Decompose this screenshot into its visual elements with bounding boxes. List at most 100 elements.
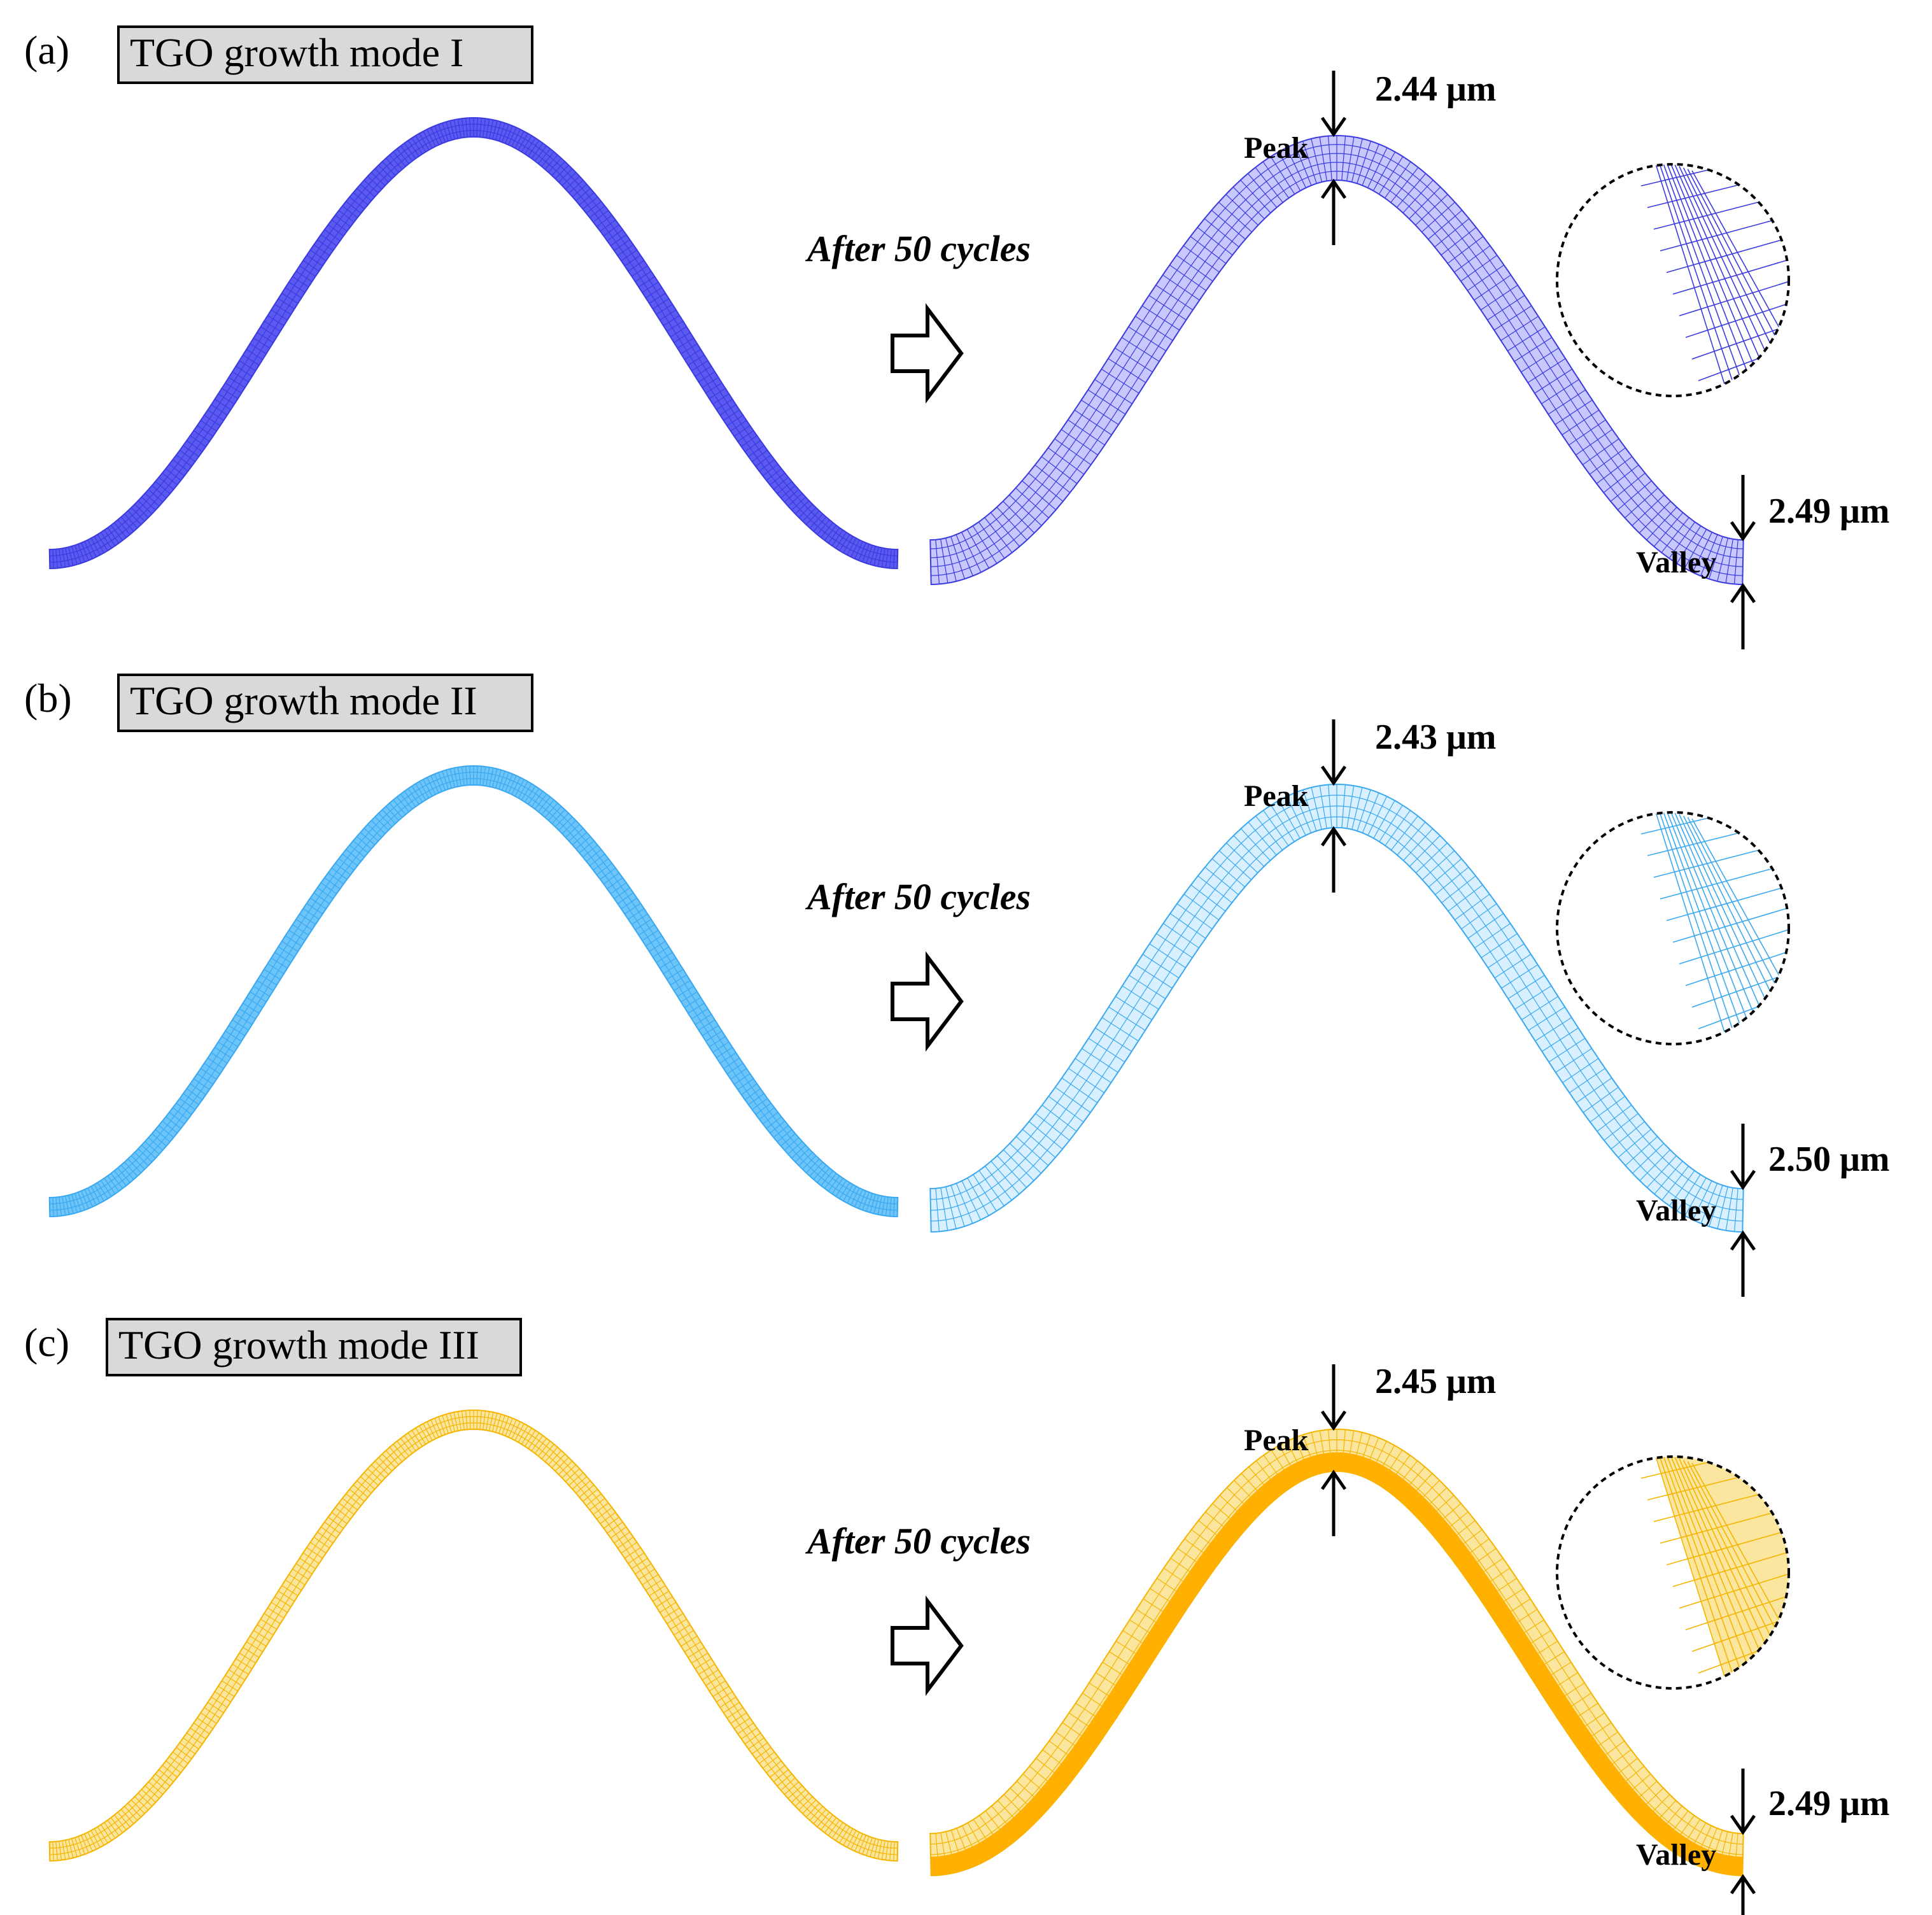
mesh-element-edge [1474,274,1511,300]
mesh-element-edge [813,516,827,532]
mesh-element-edge [1088,1038,1125,1063]
mesh-element-edge [404,1435,416,1452]
mesh-element-edge [1136,964,1173,989]
peak-arrow-up [1320,826,1347,893]
mesh-element-edge [1415,842,1448,873]
mesh-element-edge [752,449,768,462]
mesh-element-edge [176,1747,192,1760]
mesh-element-edge [1356,1432,1363,1455]
mesh-element-edge [1415,194,1448,226]
mesh-element-edge [1372,152,1396,191]
mesh-element-edge [1441,875,1476,903]
mesh-element-edge [162,1765,178,1778]
mesh-element-edge [225,382,242,394]
mesh-element-edge [572,831,588,845]
mesh-element-edge [691,1652,709,1664]
mesh-element-edge [292,924,309,936]
mesh-element-edge [204,1707,221,1719]
mesh-element-edge [449,120,455,139]
mesh-element-edge [1048,1096,1084,1122]
mesh-element-edge [755,1747,772,1760]
mesh-element-edge [257,980,274,991]
mesh-element-edge [1262,161,1290,199]
tgo-layer-after [929,1428,1744,1877]
mesh-element-edge [1709,536,1723,579]
mesh-element-edge [74,1837,81,1856]
mesh-element-edge [1653,512,1684,547]
inset-mesh-line [1657,1457,1740,1688]
mesh-element-edge [1610,472,1646,502]
mesh-element-edge [568,1472,584,1486]
mesh-element-edge [183,445,199,457]
mesh-element-edge [687,1003,705,1014]
mesh-element-edge [508,127,517,145]
mesh-element-edge [243,355,260,366]
mesh-element-edge [145,1141,160,1155]
mesh-element-edge [635,271,652,282]
mesh-element-edge [1278,800,1301,839]
mesh-element-edge [525,1430,536,1447]
mesh-element-edge [461,118,465,138]
mesh-element-edge [1639,500,1671,534]
mesh-element-edge [1605,1741,1625,1755]
mesh-element-edge [411,1430,423,1447]
mesh-element-edge [548,806,562,821]
mesh-element-edge [1494,954,1532,979]
mesh-element-edge [1676,525,1702,564]
mesh-element-edge [1122,1630,1143,1644]
peak-thickness-value: 2.44 μm [1375,69,1496,109]
inset-mesh-line [1640,812,1789,835]
mesh-element-edge [152,1777,167,1791]
mesh-element-edge [684,1641,702,1653]
inset-mesh-line [1670,1457,1765,1684]
mesh-element-edge [260,1618,278,1630]
mesh-element-edge [984,517,1013,553]
mesh-element-edge [1094,379,1132,404]
mesh-element-edge [723,1702,740,1713]
mesh-element-edge [973,1174,997,1212]
peak-label: Peak [1244,779,1309,813]
mesh-element-edge [828,1820,840,1836]
inset-mesh-line [1674,164,1773,389]
mesh-element-edge [434,774,442,792]
mesh-element-edge [1569,420,1606,446]
mesh-element-edge [603,224,619,237]
mesh-element-edge [1176,255,1213,282]
mesh-element-edge [400,1438,413,1454]
mesh-element-edge [495,770,502,789]
mesh-element-edge [521,135,532,152]
mesh-element-edge [243,1003,260,1014]
mesh-element-edge [1028,472,1064,502]
mesh-element-edge [1343,1429,1346,1453]
mesh-element-edge [593,210,609,223]
mesh-element-edge [1346,137,1355,181]
mesh-element-edge [955,1183,973,1224]
mesh-element-edge [794,500,810,514]
mesh-element-edge [726,1063,744,1075]
mesh-element-edge [1109,1651,1129,1665]
mesh-element-edge [55,1197,58,1217]
mesh-element-edge [1263,810,1289,846]
mesh-element-edge [335,215,351,227]
mesh-element-edge [866,545,873,564]
mesh-element-edge [670,974,687,986]
mesh-element-edge [130,507,145,522]
mesh-element-edge [1270,156,1295,195]
mesh-element-edge [236,365,253,377]
valley-thickness-value: 2.50 μm [1768,1140,1889,1179]
tgo-layer-after-outline [929,783,1744,1233]
mesh-element-edge [628,260,645,272]
mesh-element-edge [1646,1788,1664,1805]
mesh-element-edge [1226,1487,1244,1504]
mesh-element-edge [1521,996,1558,1021]
mesh-element-edge [419,781,430,798]
mesh-element-edge [514,131,525,148]
mesh-element-edge [1143,1598,1163,1612]
mesh-element-edge [363,180,379,194]
mesh-element-edge [328,1516,344,1529]
mesh-element-edge [712,1042,730,1053]
title-box [117,674,533,732]
mesh-element-edge [114,522,127,538]
mesh-element-edge [502,772,509,791]
